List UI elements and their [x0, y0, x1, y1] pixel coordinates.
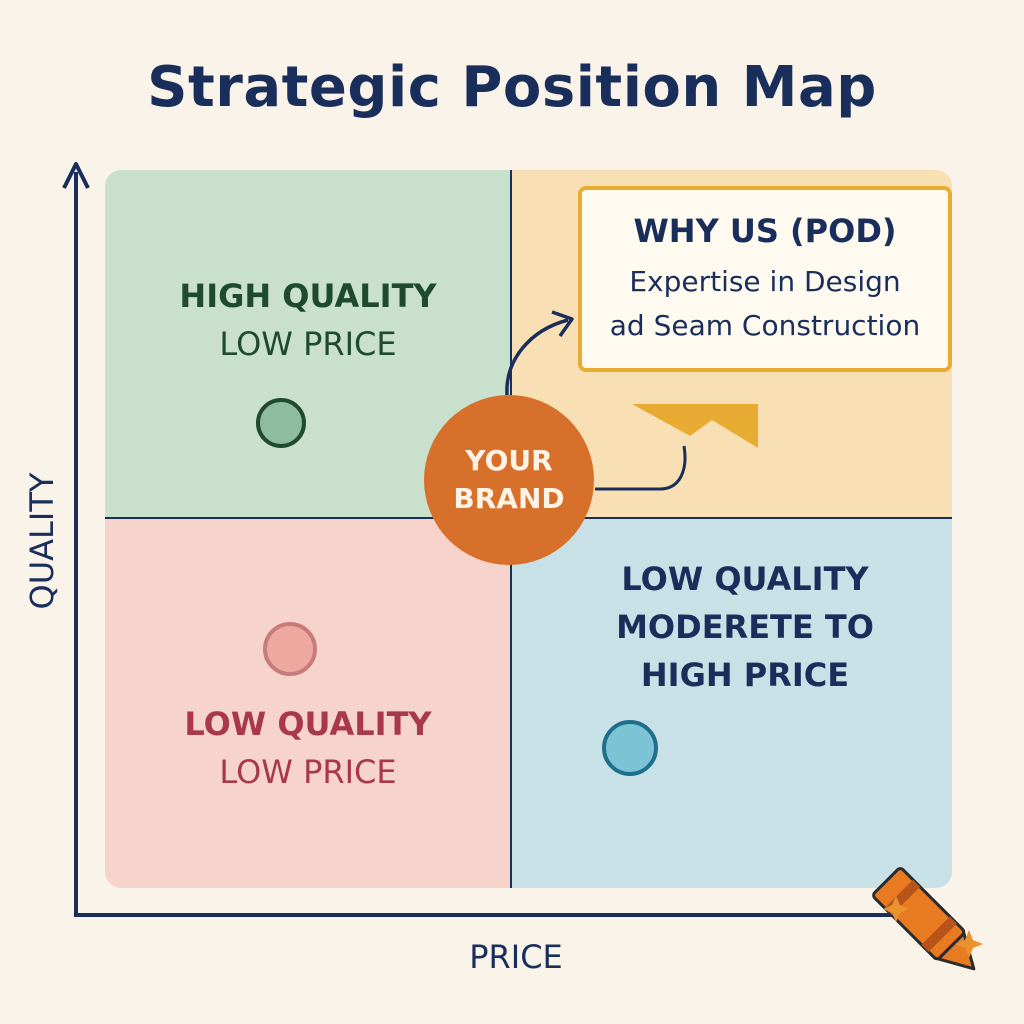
sparkle-icon — [955, 930, 983, 958]
label-low-quality-low-price: LOW QUALITY LOW PRICE — [130, 700, 486, 796]
label-line-1: LOW QUALITY — [621, 560, 869, 598]
why-us-callout: WHY US (POD) Expertise in Design ad Seam… — [578, 186, 952, 372]
callout-body: Expertise in Design ad Seam Construction — [582, 260, 948, 348]
callout-arrow — [505, 318, 569, 396]
brand-line-2: BRAND — [453, 482, 565, 515]
label-line-3: HIGH PRICE — [640, 656, 850, 694]
brand-line-1: YOUR — [465, 444, 553, 477]
connector-line — [595, 445, 687, 491]
quadrant-low-quality-low-price — [105, 518, 511, 888]
label-line-2: MODERETE TO — [616, 608, 874, 646]
arrow-head-icon — [551, 310, 574, 338]
sparkle-icon — [883, 896, 909, 922]
label-line-2: LOW PRICE — [219, 753, 397, 791]
y-axis-label: QUALITY — [23, 472, 61, 610]
label-low-quality-moderate-high-price: LOW QUALITY MODERETE TO HIGH PRICE — [560, 555, 930, 699]
label-line-2: LOW PRICE — [219, 325, 397, 363]
your-brand-marker: YOUR BRAND — [424, 395, 594, 565]
label-line-1: HIGH QUALITY — [179, 277, 437, 315]
x-axis-label: PRICE — [469, 938, 563, 976]
label-line-1: LOW QUALITY — [184, 705, 432, 743]
quadrant-low-quality-moderate-high-price — [511, 518, 952, 888]
competitor-dot-blue — [602, 720, 658, 776]
competitor-dot-green — [256, 398, 306, 448]
callout-title: WHY US (POD) — [633, 212, 897, 250]
label-high-quality-low-price: HIGH QUALITY LOW PRICE — [130, 272, 486, 368]
flag-icon — [632, 404, 758, 448]
competitor-dot-red — [263, 622, 317, 676]
page-title: Strategic Position Map — [147, 55, 877, 120]
callout-line-2: ad Seam Construction — [609, 309, 921, 342]
callout-line-1: Expertise in Design — [629, 265, 901, 298]
y-axis-arrow-icon — [62, 162, 90, 189]
